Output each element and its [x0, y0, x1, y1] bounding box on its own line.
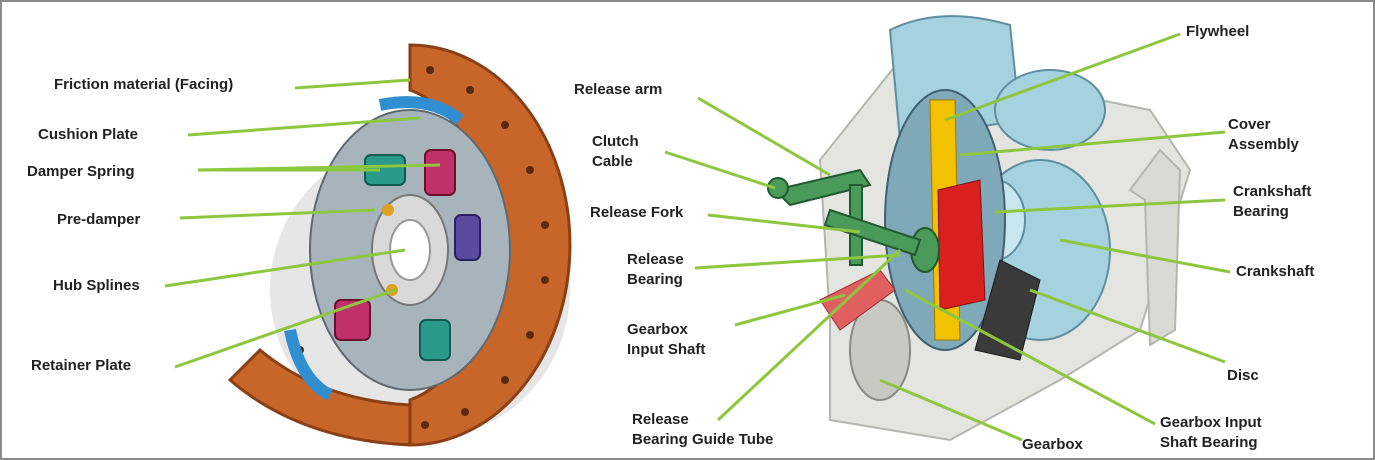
- label-flywheel: Flywheel: [1186, 22, 1249, 42]
- label-gearbox: Gearbox: [1022, 435, 1083, 455]
- label-crankshaft: Crankshaft: [1236, 262, 1314, 282]
- label-release-bearing-guide-tube: Release Bearing Guide Tube: [632, 410, 773, 450]
- label-retainer-plate: Retainer Plate: [31, 356, 131, 376]
- label-pre-damper: Pre-damper: [57, 210, 140, 230]
- label-release-fork: Release Fork: [590, 203, 683, 223]
- leader-clutch-cable: [665, 152, 775, 188]
- label-gearbox-input-shaft: Gearbox Input Shaft: [627, 320, 705, 360]
- label-cover-assembly: Cover Assembly: [1228, 115, 1299, 155]
- label-cushion-plate: Cushion Plate: [38, 125, 138, 145]
- label-clutch-cable: Clutch Cable: [592, 132, 639, 172]
- leader-friction: [295, 80, 410, 88]
- clutch-disc-illustration: [230, 45, 570, 445]
- label-crankshaft-bearing: Crankshaft Bearing: [1233, 182, 1311, 222]
- label-release-bearing: Release Bearing: [627, 250, 684, 290]
- label-release-arm: Release arm: [574, 80, 662, 100]
- label-gearbox-input-shaft-bearing: Gearbox Input Shaft Bearing: [1160, 413, 1262, 453]
- label-friction-material: Friction material (Facing): [54, 75, 233, 95]
- label-hub-splines: Hub Splines: [53, 276, 140, 296]
- label-disc: Disc: [1227, 366, 1259, 386]
- label-damper-spring: Damper Spring: [27, 162, 135, 182]
- leader-release-arm: [698, 98, 830, 175]
